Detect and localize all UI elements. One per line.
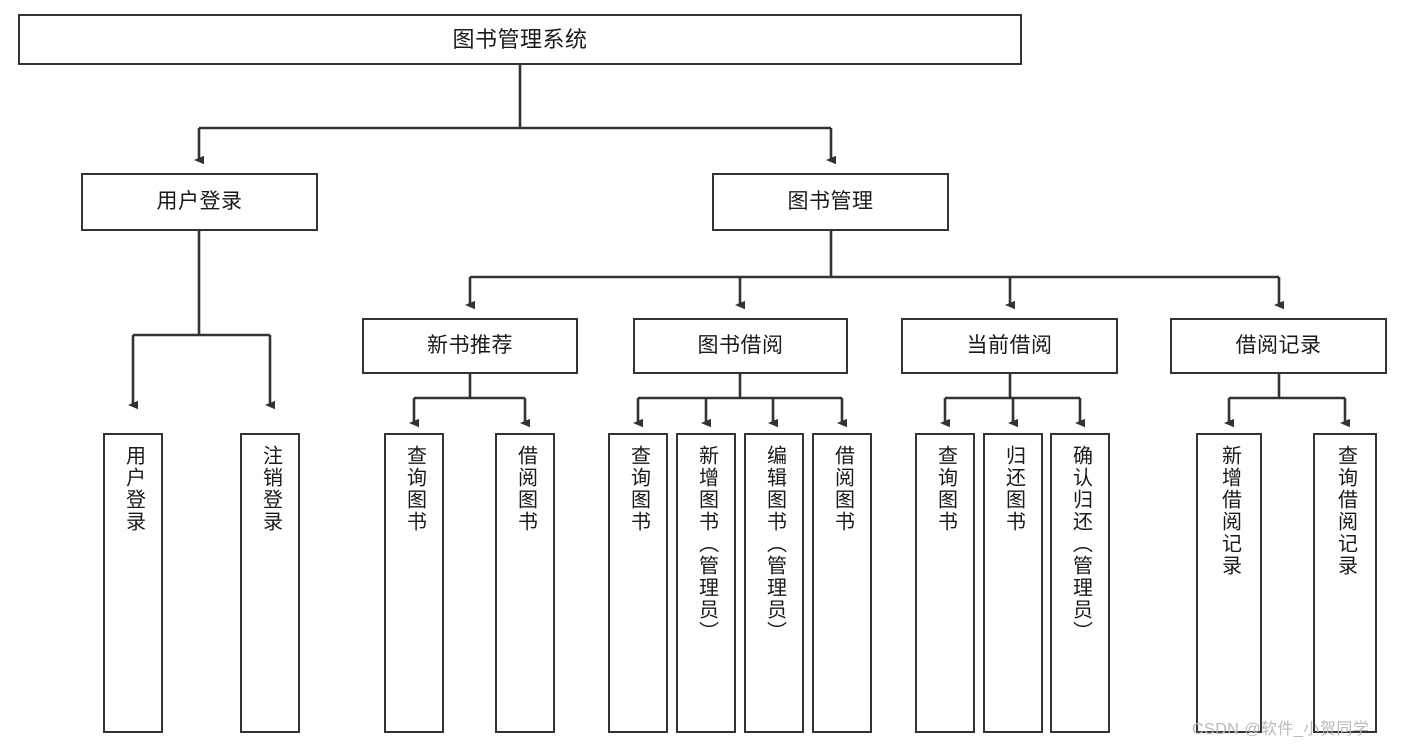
node-label: 图书管理 <box>787 189 874 213</box>
leaf-book-borrow-add-book-admin[interactable]: 新增图书（管理员） <box>676 433 736 733</box>
node-current-borrow[interactable]: 当前借阅 <box>901 318 1118 374</box>
leaf-borrow-record-query-record[interactable]: 查询借阅记录 <box>1313 433 1377 733</box>
node-label: 归还图书 <box>1002 445 1025 533</box>
node-label: 借阅图书 <box>514 445 537 533</box>
node-label: 新增借阅记录 <box>1218 445 1241 577</box>
node-label: 图书借阅 <box>697 333 784 357</box>
node-label: 用户登录 <box>156 189 243 213</box>
node-label: 查询图书 <box>403 445 426 533</box>
leaf-book-borrow-edit-book-admin[interactable]: 编辑图书（管理员） <box>744 433 804 733</box>
leaf-user-login-logout[interactable]: 注销登录 <box>240 433 300 733</box>
leaf-book-borrow-query-book[interactable]: 查询图书 <box>608 433 668 733</box>
node-new-book-recommend[interactable]: 新书推荐 <box>362 318 578 374</box>
leaf-user-login-login[interactable]: 用户登录 <box>103 433 163 733</box>
leaf-borrow-record-add-record[interactable]: 新增借阅记录 <box>1196 433 1262 733</box>
node-label: 查询借阅记录 <box>1334 445 1357 577</box>
node-label: 注销登录 <box>259 445 282 533</box>
node-label: 新书推荐 <box>427 333 513 357</box>
node-label: 借阅图书 <box>831 445 854 533</box>
node-label: 编辑图书（管理员） <box>763 445 786 643</box>
leaf-new-book-query-book[interactable]: 查询图书 <box>384 433 444 733</box>
leaf-new-book-borrow-book[interactable]: 借阅图书 <box>495 433 555 733</box>
node-book-borrow[interactable]: 图书借阅 <box>633 318 848 374</box>
csdn-watermark: CSDN @软件_小贺同学 <box>1192 721 1370 738</box>
node-book-management[interactable]: 图书管理 <box>712 173 949 231</box>
leaf-current-borrow-return-book[interactable]: 归还图书 <box>983 433 1043 733</box>
node-label: 确认归还（管理员） <box>1069 445 1092 643</box>
node-root-book-management-system[interactable]: 图书管理系统 <box>18 14 1022 65</box>
node-label: 查询图书 <box>627 445 650 533</box>
node-label: 图书管理系统 <box>452 26 588 52</box>
node-label: 查询图书 <box>934 445 957 533</box>
leaf-current-borrow-confirm-return-admin[interactable]: 确认归还（管理员） <box>1050 433 1110 733</box>
node-label: 新增图书（管理员） <box>695 445 718 643</box>
leaf-book-borrow-borrow-book[interactable]: 借阅图书 <box>812 433 872 733</box>
node-borrow-record[interactable]: 借阅记录 <box>1170 318 1387 374</box>
leaf-current-borrow-query-book[interactable]: 查询图书 <box>915 433 975 733</box>
node-user-login[interactable]: 用户登录 <box>81 173 318 231</box>
node-label: 用户登录 <box>122 445 145 533</box>
node-label: 当前借阅 <box>966 333 1053 357</box>
node-label: 借阅记录 <box>1235 333 1322 357</box>
